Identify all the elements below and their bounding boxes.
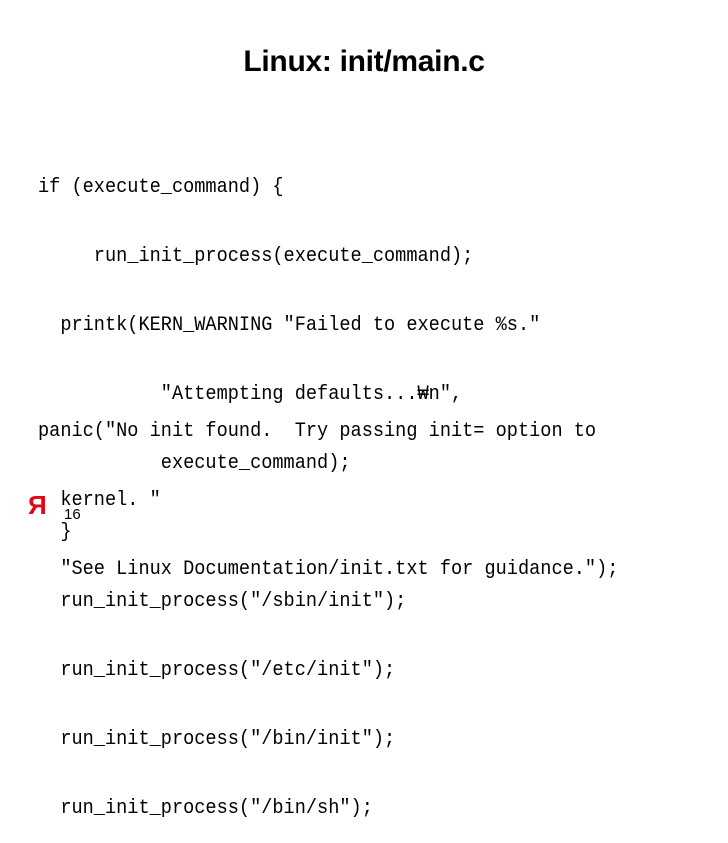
- code-line: run_init_process("/bin/init");: [38, 728, 396, 751]
- code-line: run_init_process("/bin/sh");: [38, 797, 373, 820]
- yandex-logo-icon: Я: [28, 490, 47, 520]
- code-block-panic: panic("No init found. Try passing init= …: [38, 374, 670, 604]
- code-line: if (execute_command) {: [38, 176, 284, 199]
- code-line: run_init_process(execute_command);: [38, 245, 474, 268]
- code-line: }: [38, 521, 72, 544]
- code-line: panic("No init found. Try passing init= …: [38, 420, 597, 443]
- page-number: 16: [64, 506, 81, 523]
- code-line: kernel. ": [38, 489, 161, 512]
- code-line: "See Linux Documentation/init.txt for gu…: [38, 558, 619, 581]
- code-line: "Attempting defaults...₩n",: [38, 383, 463, 406]
- slide-title: Linux: init/main.c: [243, 45, 485, 78]
- code-line: execute_command);: [38, 452, 351, 475]
- code-line: printk(KERN_WARNING "Failed to execute %…: [38, 314, 541, 337]
- code-line: run_init_process("/etc/init");: [38, 659, 396, 682]
